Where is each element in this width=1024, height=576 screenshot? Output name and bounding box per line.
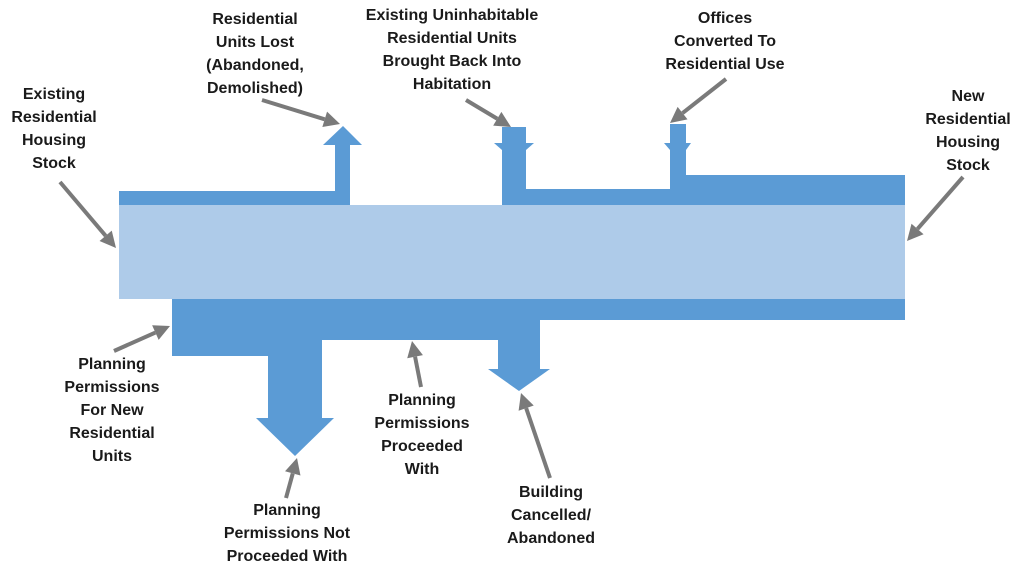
label-line: Abandoned [507,530,595,547]
label-line: Offices [697,10,753,27]
upper-stock-band [119,126,362,205]
uninhabitable-pointer [464,98,511,127]
label-line: Residential [925,111,1011,128]
new-stock-pointer [907,175,965,241]
label-line: Demolished) [206,80,303,97]
pointer-head [670,106,688,123]
pointer-head [518,393,534,411]
pointer-head [285,458,301,476]
cancelled-pointer [518,393,552,479]
pointer-shaft [524,407,552,479]
label-line: Permissions [64,379,160,396]
main-stock-band [119,205,905,299]
pointer-shaft [681,77,728,115]
label-line: Planning [253,502,321,519]
lower-permissions-band [172,299,905,456]
offices-converted-pointer [670,77,728,123]
label-line: Proceeded [381,438,463,455]
pointer-head [407,341,423,359]
label-line: Existing Uninhabitable [365,7,539,24]
label-line: Residential Units [387,30,517,47]
uninhabitable-inflow-band [494,124,905,205]
label-line: Proceeded With [226,548,348,565]
label-line: Planning [388,392,456,409]
pointer-head [493,111,511,127]
label-line: Permissions [374,415,470,432]
label-line: (Abandoned, [206,57,304,74]
label-line: Residential [69,425,155,442]
label-line: Units Lost [215,34,295,51]
label-line: Units [92,448,132,465]
pointer-shaft [464,98,499,121]
label-line: Stock [32,155,76,172]
pointer-shaft [916,175,965,231]
label-line: For New [80,402,144,419]
pointer-shaft [58,180,108,238]
label-line: Housing [22,132,86,149]
label-line: Converted To [674,33,776,50]
pointer-shaft [413,356,423,388]
not-proceeded-pointer [284,458,301,499]
label-line: New [951,88,985,105]
existing-stock-pointer [58,180,116,248]
flow-bands [119,124,905,456]
label-line: Residential Use [665,56,785,73]
units-lost-pointer [261,98,340,127]
label-line: Habitation [412,76,492,93]
pointer-head [322,111,340,127]
label-line: With [404,461,440,478]
proceeded-pointer [407,341,423,388]
label-line: Residential [212,11,298,28]
label-line: Planning [78,356,146,373]
pointer-head [907,223,924,241]
pointer-shaft [284,472,295,499]
label-line: Brought Back Into [382,53,522,70]
planning-permissions-pointer [113,325,170,353]
label-line: Building [519,484,583,501]
label-line: Housing [936,134,1000,151]
label-line: Permissions Not [223,525,351,542]
label-line: Cancelled/ [510,507,592,524]
pointer-arrows [58,77,965,499]
label-line: Stock [946,157,990,174]
pointer-head [152,325,170,340]
pointer-head [99,230,116,248]
pointer-shaft [113,330,157,353]
label-line: Residential [11,109,97,126]
pointer-shaft [261,98,326,122]
label-line: Existing [22,86,86,103]
